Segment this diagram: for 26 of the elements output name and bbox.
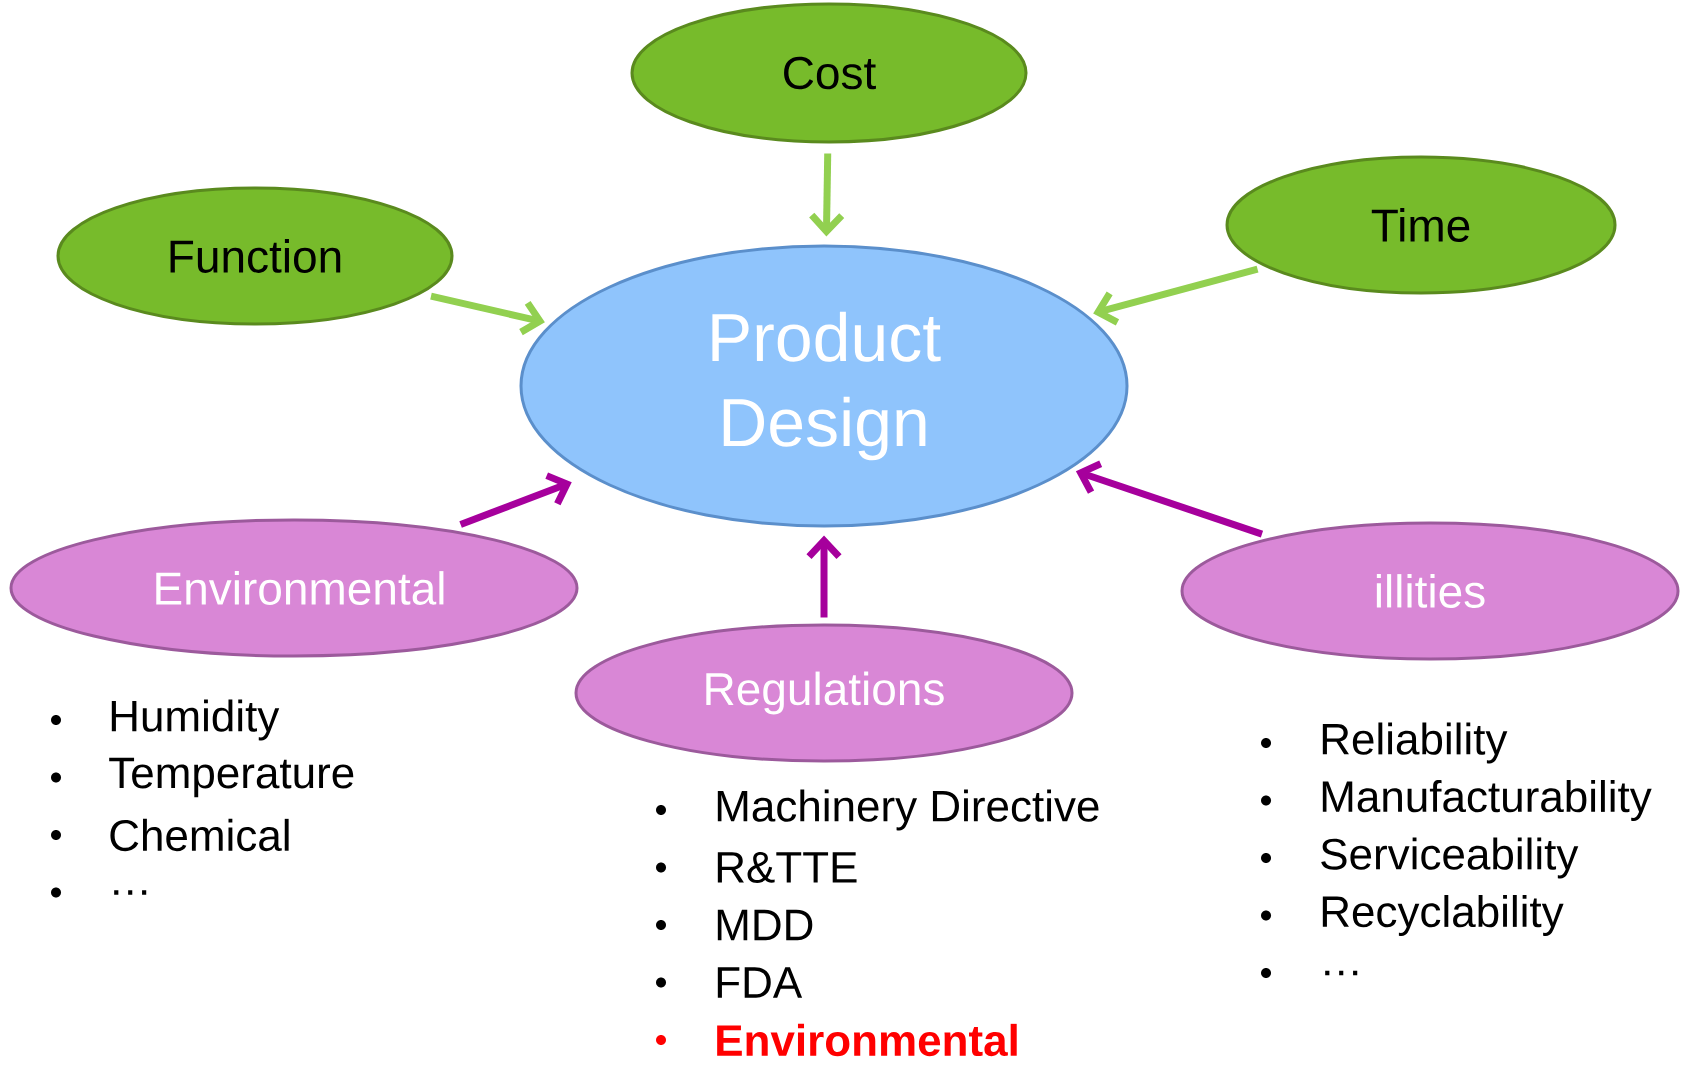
list-item: R&TTE	[656, 852, 857, 883]
arrow	[1075, 460, 1264, 538]
list-item: Recyclability	[1261, 895, 1564, 936]
ellipse-node: Product Design	[519, 244, 1129, 528]
list-item: Environmental	[656, 1023, 1017, 1057]
list-item: Reliability	[1261, 722, 1508, 764]
ellipse-node: Cost	[630, 2, 1028, 144]
list-item: FDA	[656, 967, 803, 998]
list-item: Chemical	[51, 818, 289, 852]
ellipse-node: Time	[1225, 155, 1617, 295]
arrow	[459, 472, 572, 528]
list-item: MDD	[656, 909, 813, 941]
arrow	[430, 292, 545, 336]
list-item: Manufacturability	[1261, 780, 1652, 821]
list-item: Machinery Directive	[656, 789, 1099, 831]
list-item: Humidity	[51, 699, 280, 741]
list-item: …	[51, 887, 147, 898]
arrow	[1093, 265, 1259, 326]
list-item: Serviceability	[1261, 837, 1579, 879]
ellipse-node: Regulations	[574, 623, 1074, 763]
ellipse-node: Function	[56, 186, 454, 326]
list-item: …	[1261, 968, 1358, 978]
ellipse-node: illities	[1180, 521, 1680, 661]
list-item: Temperature	[51, 757, 354, 798]
ellipse-node: Environmental	[9, 518, 579, 658]
arrow	[806, 535, 842, 618]
